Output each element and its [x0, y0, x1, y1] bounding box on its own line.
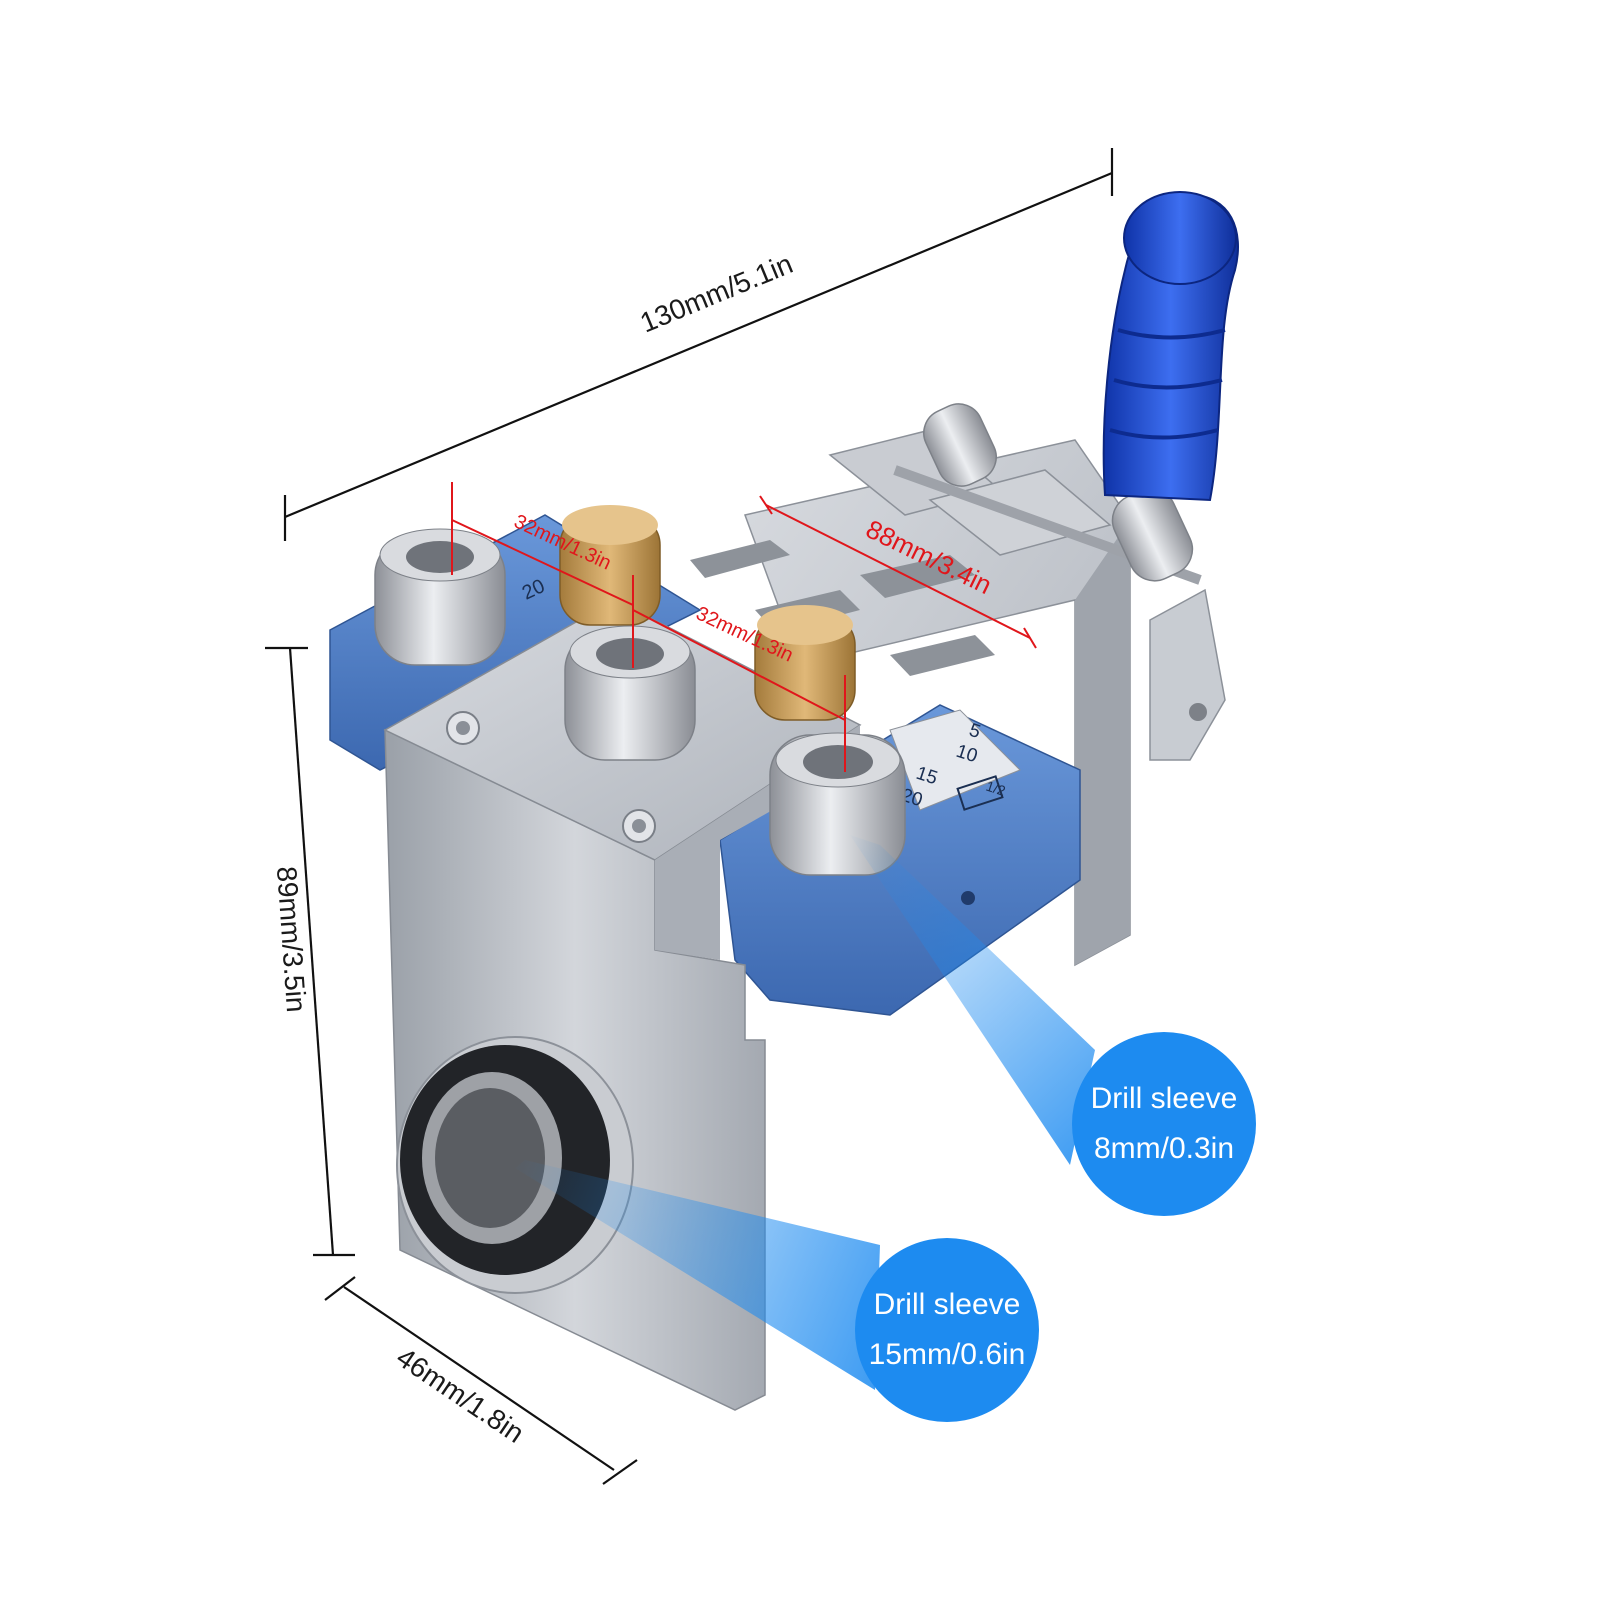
callout-small-sleeve-size: 8mm/0.3in: [1093, 1132, 1235, 1165]
bushing-1: [374, 528, 506, 666]
height-dimension-line: [265, 646, 355, 1257]
clamp-thumb-screws: [893, 403, 1202, 585]
callout-large-sleeve-title: Drill sleeve: [873, 1288, 1021, 1321]
clamp-span-line: [765, 504, 1031, 639]
length-label: 130mm/5.1in: [636, 248, 797, 339]
callout-large-sleeve-size: 15mm/0.6in: [868, 1338, 1026, 1371]
callout-small-sleeve: Drill sleeve 8mm/0.3in: [1072, 1032, 1256, 1216]
toggle-clamp: [1102, 191, 1239, 761]
brass-dowels: [559, 505, 856, 721]
dowel-jig-illustration: 20 5 10 15 20 1/2: [329, 191, 1239, 1411]
callout-beam-small-sleeve: [850, 835, 1095, 1165]
length-dimension-line: [283, 148, 1114, 541]
callout-small-sleeve-title: Drill sleeve: [1090, 1082, 1238, 1115]
callout-large-sleeve: Drill sleeve 15mm/0.6in: [855, 1238, 1039, 1422]
large-drill-bushing: [396, 1036, 634, 1294]
small-drill-bushings: [374, 528, 906, 876]
bushing-3: [769, 732, 906, 876]
depth-label: 46mm/1.8in: [391, 1341, 530, 1449]
spacing-annotations: [451, 482, 1037, 772]
bushing-2: [564, 625, 696, 761]
dimension-lines: [265, 148, 1114, 1485]
spacing-b-line: [632, 609, 846, 721]
spacing-a-line: [451, 519, 634, 606]
depth-dimension-line: [324, 1276, 638, 1485]
callout-beam-large-sleeve: [515, 1160, 880, 1390]
